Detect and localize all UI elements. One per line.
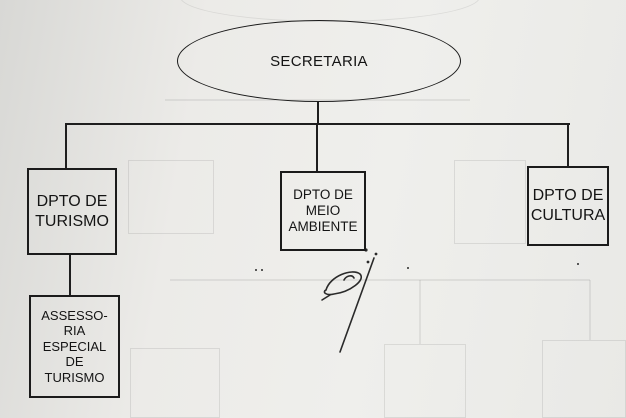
handwritten-dots xyxy=(255,248,579,271)
dpto-meio-ambiente-label: DPTO DE MEIO AMBIENTE xyxy=(288,187,358,234)
secretaria-node: SECRETARIA xyxy=(177,20,461,102)
assessoria-especial-turismo-label: ASSESSO- RIA ESPECIAL DE TURISMO xyxy=(41,307,108,385)
secretaria-label: SECRETARIA xyxy=(270,52,368,70)
bleed-through-box xyxy=(128,160,214,234)
dpto-meio-ambiente-node: DPTO DE MEIO AMBIENTE xyxy=(280,171,366,251)
dpto-cultura-node: DPTO DE CULTURA xyxy=(527,166,609,246)
dpto-turismo-node: DPTO DE TURISMO xyxy=(27,168,117,255)
bleed-through-box xyxy=(454,160,526,244)
dpto-turismo-label: DPTO DE TURISMO xyxy=(35,192,109,230)
handwritten-signature xyxy=(321,257,375,353)
dpto-cultura-label: DPTO DE CULTURA xyxy=(530,187,606,224)
assessoria-especial-turismo-node: ASSESSO- RIA ESPECIAL DE TURISMO xyxy=(29,295,120,398)
